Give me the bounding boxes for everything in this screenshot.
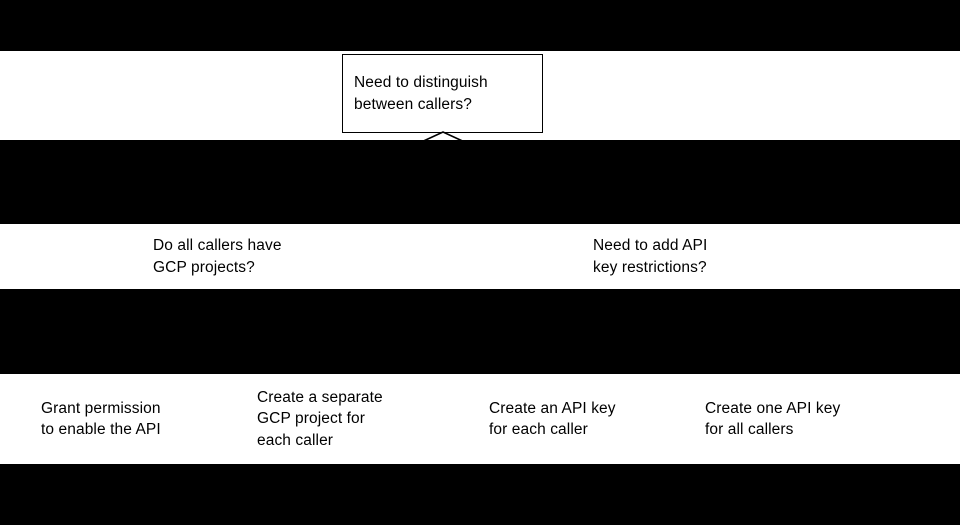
node-label: Need to add API key restrictions? <box>593 237 708 276</box>
node-label: Do all callers have GCP projects? <box>153 237 282 276</box>
arrowhead-icon <box>415 130 471 146</box>
node-do-all-callers-have-gcp-projects[interactable]: Do all callers have GCP projects? <box>142 224 325 289</box>
node-need-to-add-api-key-restrictions[interactable]: Need to add API key restrictions? <box>582 224 752 289</box>
node-label: Grant permission to enable the API <box>41 399 161 438</box>
node-create-one-api-key-for-all-callers[interactable]: Create one API key for all callers <box>694 374 886 464</box>
node-create-an-api-key-for-each-caller[interactable]: Create an API key for each caller <box>478 374 658 464</box>
node-need-to-distinguish-callers[interactable]: Need to distinguish between callers? <box>342 54 543 133</box>
node-label: Create an API key for each caller <box>489 399 616 438</box>
node-grant-permission-to-enable-the-api[interactable]: Grant permission to enable the API <box>30 374 200 464</box>
node-label: Create a separate GCP project for each c… <box>257 388 383 449</box>
node-label: Need to distinguish between callers? <box>354 74 488 113</box>
node-label: Create one API key for all callers <box>705 399 841 438</box>
node-create-a-separate-gcp-project[interactable]: Create a separate GCP project for each c… <box>246 374 424 464</box>
